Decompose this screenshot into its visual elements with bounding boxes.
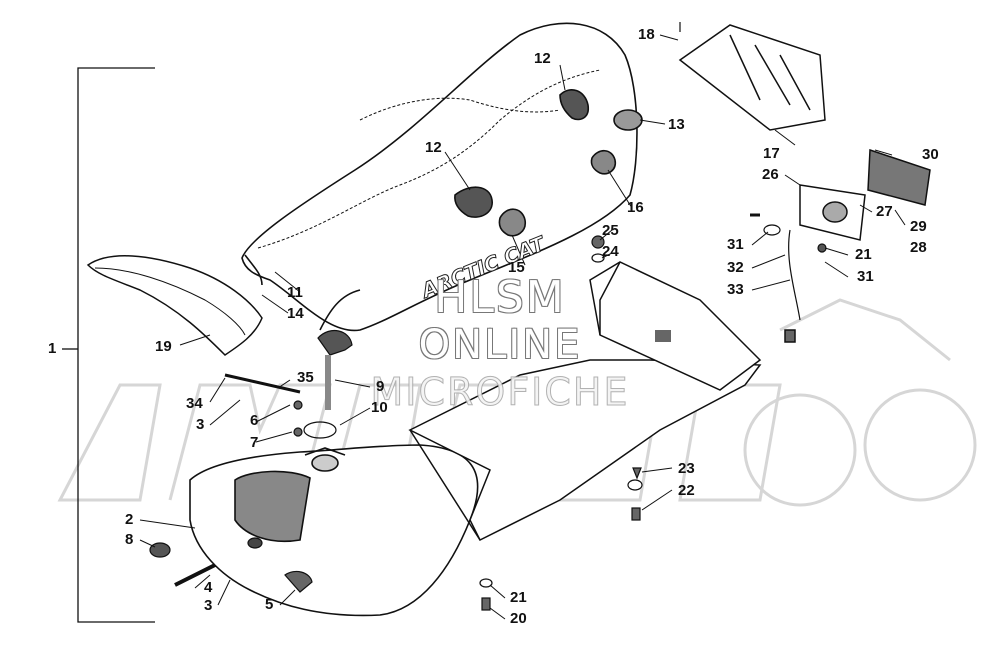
callout-22: 22 (678, 482, 695, 499)
callout-14: 14 (287, 305, 304, 322)
callout-32: 32 (727, 259, 744, 276)
seat-body (241, 22, 638, 332)
callout-15: 15 (508, 259, 525, 276)
callout-3b: 3 (204, 597, 213, 614)
callout-17: 17 (763, 145, 780, 162)
callout-6: 6 (250, 412, 259, 429)
watermark-line-3: MICROFICHE (370, 370, 630, 415)
callout-24: 24 (602, 243, 619, 260)
callout-25: 25 (602, 222, 619, 239)
rear-flap (86, 255, 263, 356)
grab-handle-lower (454, 186, 493, 218)
callout-8: 8 (125, 531, 134, 548)
callout-31a: 31 (727, 236, 744, 253)
callout-11: 11 (287, 284, 303, 301)
callout-26: 26 (762, 166, 779, 183)
callout-35: 35 (297, 369, 314, 386)
taillight-assembly (784, 148, 931, 343)
knob-16 (590, 149, 617, 175)
leader-lines (139, 34, 906, 620)
grab-handle-upper (559, 89, 590, 121)
rear-plate-17 (678, 24, 826, 131)
assembly-bracket (62, 67, 155, 623)
callout-7: 7 (250, 434, 259, 451)
callout-12a: 12 (534, 50, 551, 67)
callout-19: 19 (155, 338, 172, 355)
callout-13: 13 (668, 116, 685, 133)
cap-13 (613, 109, 643, 131)
callout-30: 30 (922, 146, 939, 163)
watermark-line-1: HLSM (434, 272, 566, 323)
watermark-line-2: ONLINE (418, 322, 582, 368)
callout-10: 10 (371, 399, 388, 416)
knob-15 (498, 208, 526, 237)
callout-2: 2 (125, 511, 134, 528)
callout-34: 34 (186, 395, 203, 412)
callout-31b: 31 (857, 268, 874, 285)
seat-assembly (241, 22, 643, 332)
callout-33: 33 (727, 281, 744, 298)
rear-tray (408, 261, 762, 542)
callout-29: 29 (910, 218, 927, 235)
callout-1: 1 (48, 340, 57, 357)
callout-23: 23 (678, 460, 695, 477)
callout-9: 9 (376, 378, 385, 395)
hardware (149, 22, 827, 611)
callout-27: 27 (876, 203, 893, 220)
fuel-tank (189, 444, 479, 617)
callout-12b: 12 (425, 139, 442, 156)
callout-16: 16 (627, 199, 644, 216)
callout-20: 20 (510, 610, 527, 627)
callout-21a: 21 (510, 589, 527, 606)
callout-21b: 21 (855, 246, 872, 263)
callout-28: 28 (910, 239, 927, 256)
callout-5: 5 (265, 596, 274, 613)
callout-3a: 3 (196, 416, 205, 433)
callout-18: 18 (638, 26, 655, 43)
callout-4: 4 (204, 579, 213, 596)
